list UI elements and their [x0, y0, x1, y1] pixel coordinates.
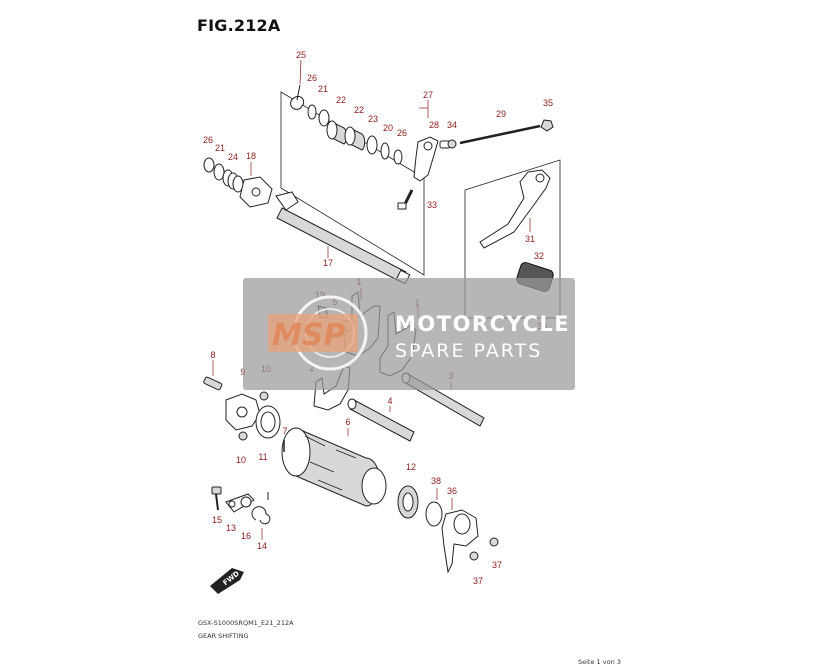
- callout-26: 26: [397, 128, 407, 138]
- callout-38: 38: [431, 476, 441, 486]
- part-o-ring-38: [425, 501, 443, 527]
- figure-title: FIG.212A: [197, 16, 281, 35]
- part-bearing-22a: [326, 120, 348, 145]
- part-bolt-15: [211, 486, 222, 511]
- part-shift-cam-6: [281, 427, 387, 507]
- part-spring-14: [251, 492, 271, 525]
- part-circlip-21-upper: [318, 109, 330, 127]
- callout-17: 17: [323, 258, 333, 268]
- part-shift-arm-28: [413, 136, 451, 182]
- callout-21: 21: [215, 143, 225, 153]
- watermark-line-1: MOTORCYCLE: [395, 312, 570, 336]
- callout-27: 27: [423, 90, 433, 100]
- part-spring-25: [290, 84, 305, 110]
- callout-28: 28: [429, 120, 439, 130]
- callout-22: 22: [336, 95, 346, 105]
- part-screw-37-right: [489, 537, 499, 547]
- part-nut-34: [447, 139, 457, 149]
- part-bearing-11: [255, 405, 281, 439]
- part-pin-8: [203, 376, 223, 391]
- callout-11: 11: [258, 452, 267, 462]
- callout-20: 20: [383, 123, 393, 133]
- part-screw-37-lower: [469, 551, 479, 561]
- callout-24: 24: [228, 152, 238, 162]
- callout-25: 25: [296, 50, 306, 60]
- part-bolt-33: [397, 189, 414, 210]
- callout-15: 15: [212, 515, 222, 525]
- part-nut-35: [540, 119, 554, 132]
- model-code: GSX-S1000SRQM1_E21_212A: [198, 619, 294, 627]
- callout-22: 22: [354, 105, 364, 115]
- part-shift-shaft-17: [275, 191, 411, 285]
- callout-10: 10: [236, 455, 246, 465]
- part-spacer-23: [366, 135, 378, 155]
- part-washer-26-left: [203, 157, 215, 173]
- callout-29: 29: [496, 109, 506, 119]
- part-washer-26-upper: [307, 104, 317, 120]
- callout-34: 34: [447, 120, 457, 130]
- callout-6: 6: [345, 417, 350, 427]
- callout-26: 26: [307, 73, 317, 83]
- part-shift-plate-18: [239, 176, 273, 208]
- callout-8: 8: [210, 350, 215, 360]
- callout-23: 23: [368, 114, 378, 124]
- part-bolt-10-upper: [259, 391, 269, 401]
- part-washer-26-mid: [393, 149, 403, 165]
- page-indicator: Seite 1 von 3: [578, 658, 621, 666]
- part-circlip-21-left: [213, 163, 225, 181]
- watermark-line-2: SPARE PARTS: [395, 340, 542, 362]
- callout-7: 7: [282, 426, 287, 436]
- watermark-band: [243, 278, 575, 390]
- part-washer-20: [380, 142, 390, 160]
- callout-21: 21: [318, 84, 328, 94]
- callout-31: 31: [525, 234, 535, 244]
- diagram-name: GEAR SHIFTING: [198, 632, 249, 640]
- part-bolt-10-lower: [238, 431, 248, 441]
- part-bearing-22b: [344, 126, 366, 151]
- part-shift-rod-29: [459, 124, 541, 145]
- callout-32: 32: [534, 251, 544, 261]
- part-spring-24: [222, 169, 244, 193]
- part-shift-lever-31: [479, 169, 551, 249]
- forward-direction-badge: FWD: [210, 568, 244, 594]
- callout-37: 37: [492, 560, 502, 570]
- part-bearing-12: [397, 485, 419, 519]
- callout-26: 26: [203, 135, 213, 145]
- watermark: MSP MOTORCYCLE SPARE PARTS: [243, 278, 575, 390]
- callout-12: 12: [406, 462, 416, 472]
- callout-4: 4: [387, 396, 392, 406]
- part-fork-shaft-4: [347, 398, 415, 442]
- part-gear-position-sensor-36: [441, 509, 479, 574]
- watermark-logo: MSP: [272, 318, 345, 353]
- callout-18: 18: [246, 151, 256, 161]
- callout-35: 35: [543, 98, 553, 108]
- callout-16: 16: [241, 531, 251, 541]
- callout-13: 13: [226, 523, 236, 533]
- part-cam-stopper-9: [225, 393, 261, 431]
- callout-37: 37: [473, 576, 483, 586]
- callout-33: 33: [427, 200, 437, 210]
- callout-14: 14: [257, 541, 267, 551]
- part-washer-16: [240, 496, 252, 508]
- callout-36: 36: [447, 486, 457, 496]
